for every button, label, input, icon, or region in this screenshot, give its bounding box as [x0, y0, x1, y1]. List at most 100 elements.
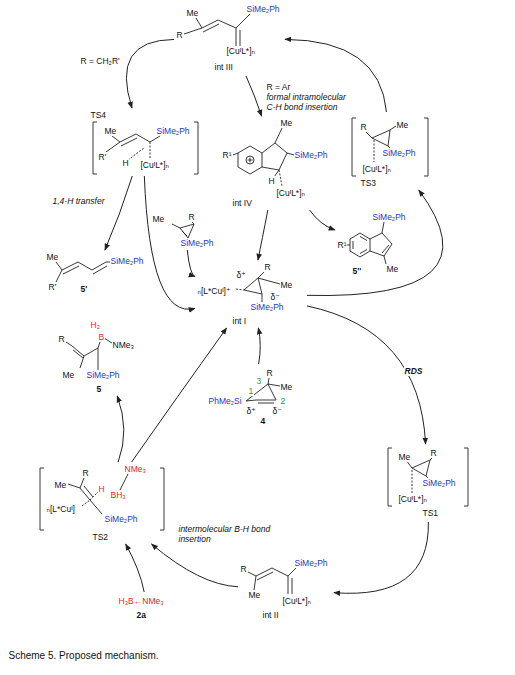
- reaction-arrow: [258, 210, 268, 260]
- reaction-arrow: [117, 396, 124, 462]
- structure-node: R3Me12PhMe₂Siδ⁺δ⁻4: [206, 364, 300, 428]
- scheme-caption: Scheme 5. Proposed mechanism.: [8, 650, 159, 662]
- structure-text: PhMe₂Si: [208, 396, 242, 406]
- structure-text: [CuᴵL*]ₙ: [362, 164, 391, 174]
- structure-text: Me: [62, 370, 75, 380]
- reaction-arrow: [105, 176, 132, 250]
- structure-text: δ⁻: [272, 406, 282, 416]
- bond-lines: [40, 14, 468, 594]
- structure-node: MeSiMe₂PhR'5': [40, 250, 150, 296]
- int-i-bonds: [244, 272, 280, 302]
- structure-text: Me: [248, 590, 261, 600]
- structure-text: R: [176, 30, 183, 40]
- structure-text: [CuᴵL*]ₙ: [276, 188, 305, 198]
- structure-text: SiMe₂Ph: [372, 212, 406, 222]
- reaction-arrow: [310, 210, 335, 230]
- partial-bond: [279, 170, 282, 186]
- reaction-arrow: [132, 328, 227, 462]
- structure-text: NMe₃: [124, 464, 146, 474]
- structure-text: int IV: [232, 198, 252, 208]
- arrow-label: R = CH₂R': [80, 56, 120, 66]
- structure-text: SiMe₂Ph: [180, 238, 214, 248]
- structure-text: R': [48, 282, 57, 292]
- structure-text: H: [98, 484, 105, 494]
- structure-text: [CuᴵL*]ₙ: [282, 596, 311, 606]
- structure-text: SiMe₂Ph: [294, 558, 328, 568]
- structure-text: ₙ[L*Cuᴵ]: [46, 504, 75, 514]
- structure-text: TS1: [422, 508, 439, 518]
- structure-text: TS4: [90, 110, 107, 120]
- ts3-bonds: [352, 118, 428, 176]
- arrow-label: RDS: [404, 366, 423, 376]
- structure-text: 3: [256, 376, 262, 386]
- reaction-arrow: [126, 39, 174, 108]
- partial-bond: [374, 140, 375, 162]
- product-5-bonds: [66, 338, 112, 370]
- structure-node: MeRSiMe₂Ph[CuᴵL*]ₙTS1: [385, 444, 470, 522]
- structure-text: BH₃: [110, 490, 126, 500]
- structure-text: Me: [398, 452, 411, 462]
- cyclopropene-4-bonds: [246, 378, 280, 403]
- structure-node: MeRSiMe₂Ph: [150, 210, 220, 250]
- structure-text: H₃B←NMe₃: [118, 596, 164, 606]
- structure-text: δ⁻: [270, 292, 280, 302]
- structure-text: Me: [186, 8, 199, 18]
- partial-bond: [128, 142, 150, 160]
- reaction-arrow: [258, 328, 260, 364]
- structure-text: SiMe₂Ph: [156, 126, 190, 136]
- diene-bonds: [56, 262, 110, 282]
- cation-sign: [246, 156, 254, 164]
- structure-text: B: [98, 332, 105, 342]
- structure-text: R: [240, 564, 247, 574]
- structure-text: SiMe₂Ph: [104, 514, 138, 524]
- structure-text: Me: [280, 280, 293, 290]
- structure-text: NMe₃: [112, 340, 134, 350]
- compound-number: 5': [80, 284, 88, 294]
- structure-text: R: [188, 212, 195, 222]
- compound-number: 5'': [352, 266, 362, 276]
- reaction-arrow: [152, 544, 239, 587]
- compound-number: 2a: [136, 610, 146, 620]
- int-iv-bonds: [233, 128, 294, 177]
- structure-text: Me: [396, 120, 409, 130]
- ts1-bonds: [388, 448, 468, 506]
- reaction-arrow: [334, 522, 428, 593]
- structure-text: TS3: [360, 178, 377, 188]
- partial-bond: [82, 492, 98, 506]
- reaction-arrow: [187, 250, 195, 277]
- arrow-label: 1,4-H transfer: [52, 196, 105, 206]
- structure-text: SiMe₂Ph: [86, 370, 120, 380]
- ts2-bonds: [40, 468, 164, 530]
- structure-text: δ⁺: [246, 406, 256, 416]
- structure-text: R': [98, 152, 107, 162]
- structure-text: H₂: [90, 320, 100, 330]
- structure-node: RSiMe₂PhMe[CuᴵL*]ₙint II: [238, 556, 334, 622]
- structure-text: Me: [280, 118, 293, 128]
- int-iii-bonds: [184, 14, 250, 46]
- structure-text: R¹: [337, 240, 347, 250]
- structure-text: R: [264, 262, 271, 272]
- ts4-bonds: [93, 122, 198, 174]
- reaction-arrow: [307, 190, 443, 296]
- structure-text: int I: [232, 316, 247, 326]
- structure-text: SiMe₂Ph: [382, 148, 416, 158]
- compound-number: 4: [260, 416, 266, 426]
- structure-node: RNMe₃MeHBH₃ₙ[L*Cuᴵ]SiMe₂PhTS2: [38, 462, 168, 544]
- structure-text: int III: [214, 62, 233, 72]
- structure-text: [CuᴵL*]ₙ: [398, 494, 427, 504]
- structure-text: Me: [104, 126, 117, 136]
- structure-node: δ⁺RMeₙ[L*Cuᴵ]⁺δ⁻SiMe₂Phint I: [195, 260, 307, 328]
- structure-node: MeRSiMe₂Ph[CuᴵL*]ₙint III: [174, 2, 285, 76]
- structure-text: R: [266, 368, 273, 378]
- structure-text: Me: [54, 480, 67, 490]
- structure-text: R: [360, 122, 367, 132]
- structure-text: 1: [248, 386, 254, 396]
- structure-text: δ⁺: [236, 270, 246, 280]
- structure-node: H₃B←NMe₃ 2a: [112, 592, 182, 622]
- structure-text: SiMe₂Ph: [294, 150, 328, 160]
- structure-text: SiMe₂Ph: [110, 256, 144, 266]
- reaction-arrow: [307, 306, 426, 444]
- structure-text: TS2: [92, 532, 109, 542]
